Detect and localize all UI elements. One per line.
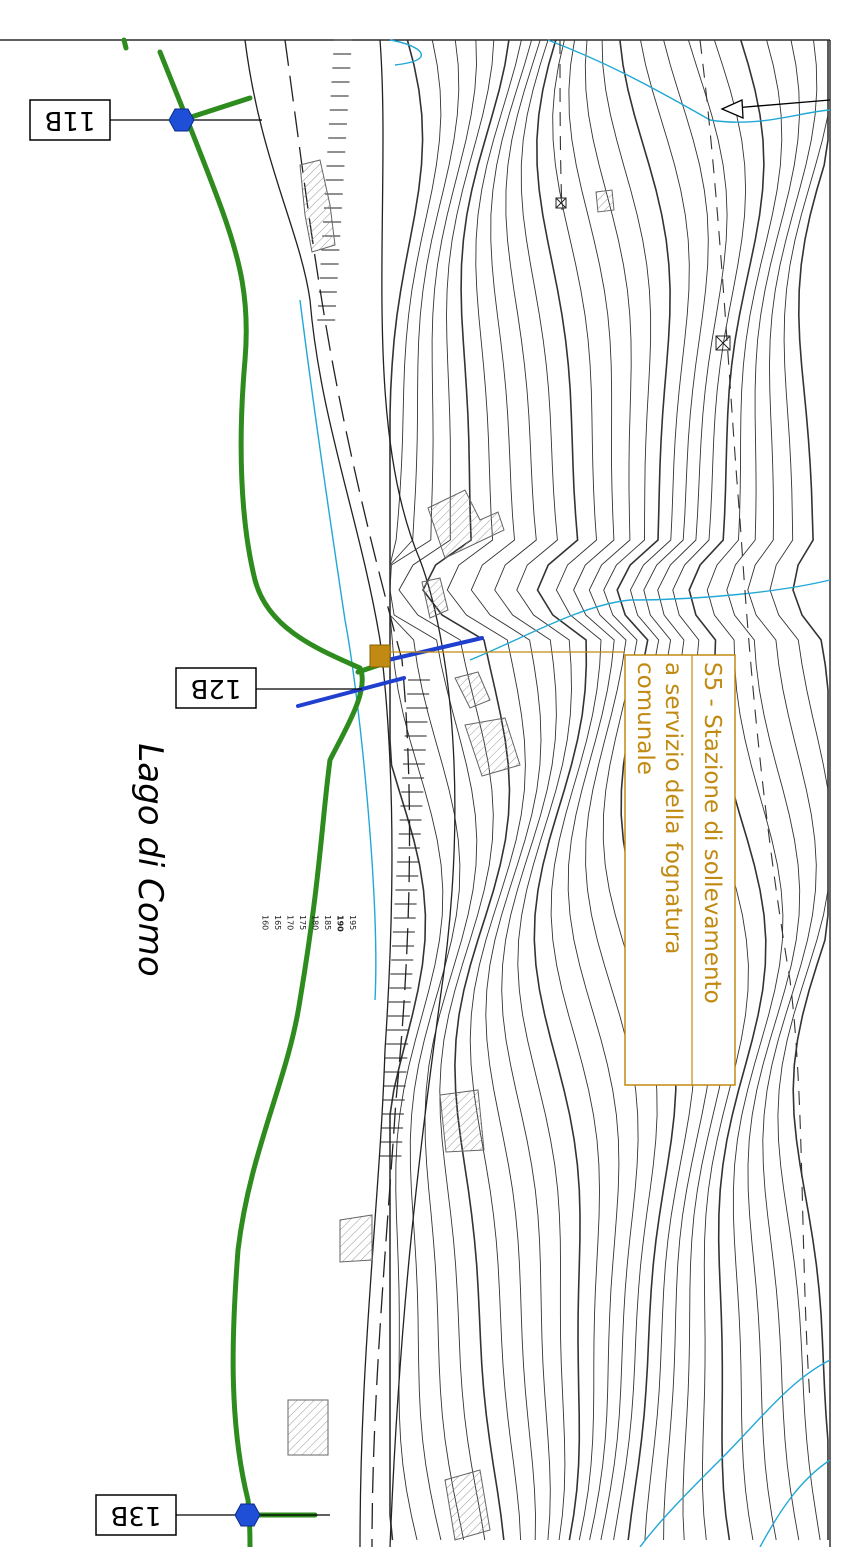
contour-line bbox=[516, 39, 572, 1541]
contour-line bbox=[616, 39, 677, 1541]
station-annotation: S5 - Stazione di sollevamento a servizio… bbox=[624, 654, 736, 1086]
building-7 bbox=[339, 1214, 373, 1263]
station-label-line-2: a servizio della fognatura bbox=[660, 662, 686, 954]
contour-line bbox=[389, 39, 444, 1541]
section-lines bbox=[296, 636, 484, 708]
north-arrow-icon bbox=[720, 99, 831, 120]
dashed-trail bbox=[559, 39, 811, 1401]
building-9 bbox=[444, 1469, 491, 1541]
building-8 bbox=[287, 1399, 329, 1456]
building-4 bbox=[454, 671, 491, 709]
node-13b-label: 13B bbox=[111, 1500, 162, 1530]
map-frame bbox=[0, 39, 831, 1547]
contour-line bbox=[706, 39, 784, 1541]
building-10 bbox=[595, 189, 615, 213]
contour-scale-label: 180 bbox=[311, 915, 320, 930]
building-2 bbox=[427, 489, 505, 559]
contour-line bbox=[747, 39, 818, 1541]
node-11b-label: 11B bbox=[45, 105, 96, 135]
node-12b-label: 12B bbox=[191, 673, 242, 703]
road-edges bbox=[244, 39, 456, 1547]
buildings bbox=[287, 159, 615, 1541]
contour-lines bbox=[389, 39, 829, 1541]
station-label-line-3: comunale bbox=[632, 662, 658, 775]
contour-line bbox=[389, 39, 427, 1541]
contour-line bbox=[792, 40, 829, 1540]
contour-scale-label: 190 bbox=[336, 915, 345, 932]
pumping-station bbox=[369, 644, 625, 668]
contour-line bbox=[726, 39, 801, 1541]
streams bbox=[299, 39, 831, 1547]
contour-line bbox=[584, 39, 639, 1541]
contour-scale-label: 195 bbox=[348, 915, 357, 930]
building-1 bbox=[299, 159, 336, 253]
contour-line bbox=[389, 39, 478, 1541]
road-slope-ticks bbox=[317, 39, 430, 1157]
lake-label: Lago di Como bbox=[130, 743, 170, 976]
contour-line bbox=[398, 39, 495, 1541]
contour-line bbox=[422, 39, 511, 1541]
building-3 bbox=[421, 577, 449, 619]
node-13b[interactable]: 13B bbox=[95, 1494, 330, 1536]
node-12b[interactable]: 12B bbox=[175, 667, 362, 709]
contour-scale-label: 175 bbox=[298, 915, 307, 930]
node-11b[interactable]: 11B bbox=[29, 99, 262, 141]
contour-line bbox=[601, 39, 658, 1541]
contour-line bbox=[533, 39, 588, 1541]
contour-scale-label: 185 bbox=[323, 915, 332, 930]
building-5 bbox=[464, 717, 521, 777]
contour-scale-label: 170 bbox=[286, 915, 295, 930]
contour-line bbox=[567, 39, 620, 1541]
contour-line bbox=[470, 39, 542, 1541]
contour-scale-label: 160 bbox=[261, 915, 270, 930]
building-6 bbox=[439, 1089, 485, 1153]
station-label-line-1: S5 - Stazione di sollevamento bbox=[699, 662, 725, 1004]
contour-scale-label: 165 bbox=[273, 915, 282, 930]
contour-line bbox=[550, 39, 602, 1541]
survey-markers bbox=[555, 197, 731, 351]
contour-line bbox=[446, 39, 526, 1541]
contour-line bbox=[389, 39, 461, 1541]
contour-line bbox=[494, 39, 557, 1541]
